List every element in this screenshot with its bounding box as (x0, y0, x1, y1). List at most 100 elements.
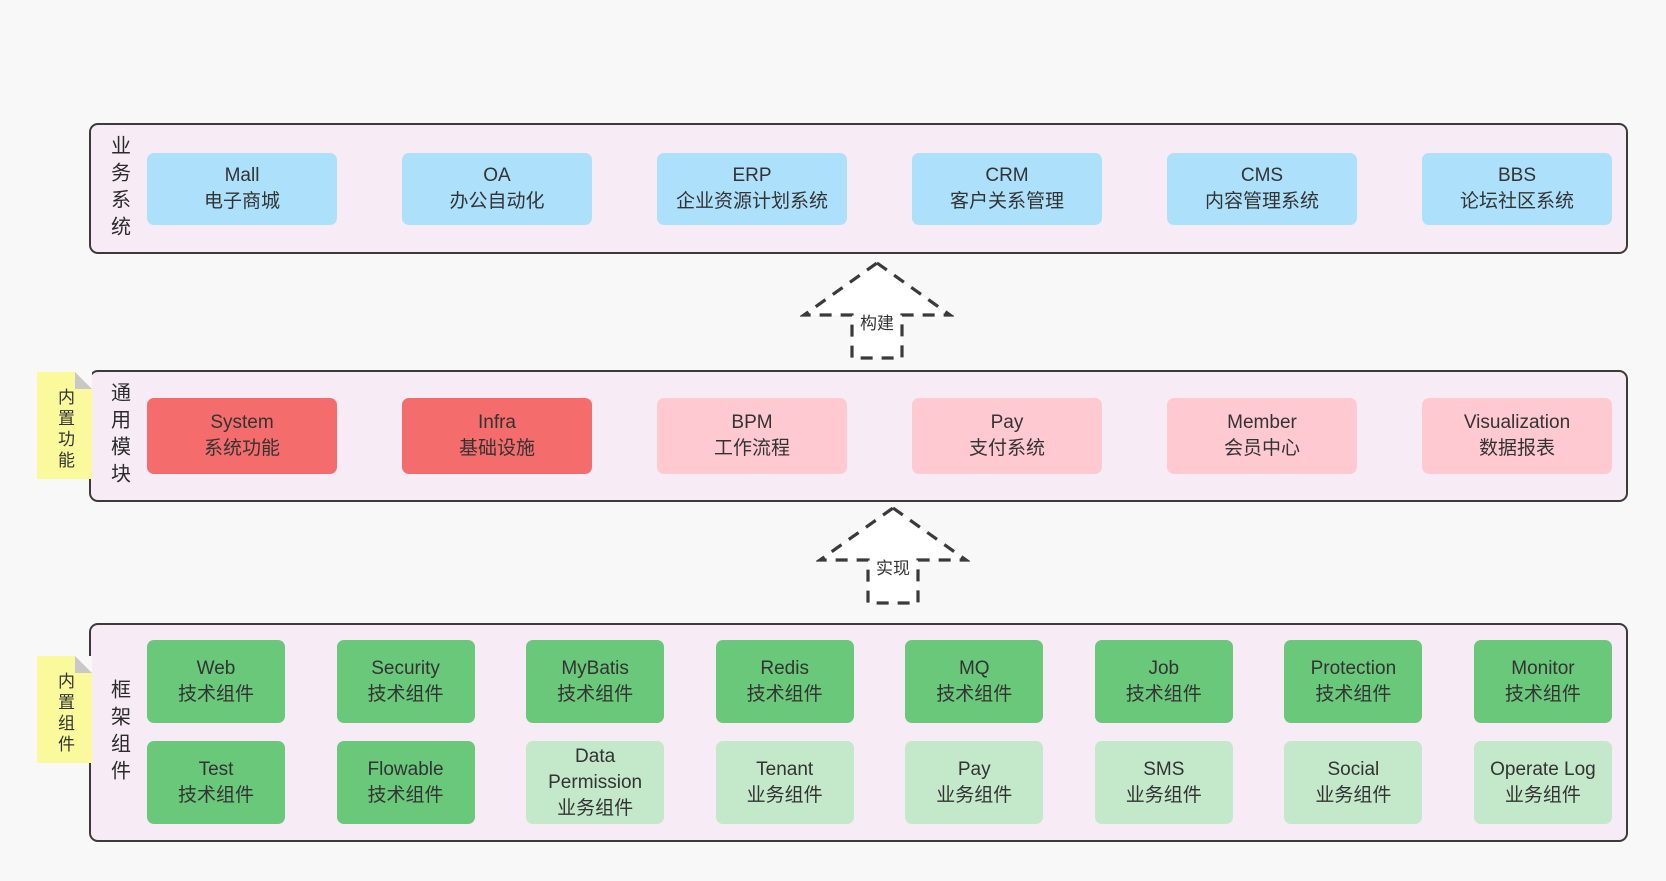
module-subtitle: 技术组件 (367, 683, 444, 705)
module-box: Redis 技术组件 (715, 640, 854, 723)
module-box: Member 会员中心 (1167, 398, 1357, 474)
module-title: Flowable (367, 758, 444, 780)
module-title: Security (371, 657, 440, 679)
sticky-note-label: 内置功能 (55, 387, 74, 472)
module-subtitle: 内容管理系统 (1204, 190, 1319, 212)
module-title: Test (198, 758, 234, 780)
module-subtitle: 技术组件 (367, 784, 444, 806)
module-box: MyBatis 技术组件 (526, 640, 665, 723)
framework-components-row-1: Web 技术组件 Security 技术组件 MyBatis 技术组件 Redi… (147, 640, 1612, 723)
module-box: Mall 电子商城 (147, 152, 337, 225)
business-systems-boxes: Mall 电子商城 OA 办公自动化 ERP 企业资源计划系统 CRM 客户关系… (147, 125, 1626, 252)
module-title: OA (483, 164, 511, 186)
module-box: Web 技术组件 (147, 640, 285, 723)
module-title: CRM (985, 164, 1029, 186)
module-subtitle: 技术组件 (1125, 683, 1202, 705)
module-subtitle: 技术组件 (936, 683, 1013, 705)
panel-business-systems: 业务系统 Mall 电子商城 OA 办公自动化 ERP 企业资源计划系统 CRM… (89, 123, 1628, 254)
module-box: BBS 论坛社区系统 (1422, 152, 1612, 225)
module-box: ERP 企业资源计划系统 (657, 152, 847, 225)
module-title: ERP (732, 164, 772, 186)
module-box: Infra 基础设施 (402, 398, 592, 474)
module-title: Tenant (756, 758, 814, 780)
module-box: CRM 客户关系管理 (912, 152, 1102, 225)
module-box: CMS 内容管理系统 (1167, 152, 1357, 225)
module-title: Pay (957, 758, 991, 780)
module-title: Web (196, 657, 236, 679)
module-subtitle: 数据报表 (1478, 438, 1555, 459)
module-title: MyBatis (561, 657, 629, 679)
module-subtitle: 业务组件 (1504, 784, 1581, 806)
module-title: Member (1227, 412, 1297, 433)
module-subtitle: 客户关系管理 (949, 190, 1064, 212)
module-subtitle: 业务组件 (746, 784, 823, 806)
module-title: Redis (760, 657, 809, 679)
arrow-build: 构建 (800, 258, 954, 362)
module-title: SMS (1143, 758, 1185, 780)
module-subtitle: 技术组件 (1315, 683, 1392, 705)
module-title: Infra (477, 412, 517, 433)
module-box: OA 办公自动化 (402, 152, 592, 225)
module-subtitle: 电子商城 (203, 190, 280, 212)
arrow-implement-label: 实现 (874, 552, 912, 583)
sticky-note-label: 内置组件 (55, 671, 74, 756)
panel-framework-components-label: 框架组件 (107, 678, 130, 787)
module-subtitle: 业务组件 (557, 797, 634, 819)
sticky-note-built-in-components: 内置组件 (37, 656, 92, 763)
panel-common-modules-label: 通用模块 (107, 382, 130, 490)
module-title: Social (1327, 758, 1380, 780)
module-subtitle: 工作流程 (713, 438, 790, 459)
module-subtitle: 系统功能 (203, 438, 280, 459)
module-box: Pay 业务组件 (905, 741, 1044, 824)
module-subtitle: 基础设施 (458, 438, 535, 459)
module-subtitle: 论坛社区系统 (1459, 190, 1574, 212)
module-title: Mall (224, 164, 260, 186)
module-box: Visualization 数据报表 (1422, 398, 1612, 474)
module-subtitle: 会员中心 (1223, 438, 1300, 459)
module-box: Operate Log 业务组件 (1473, 741, 1612, 824)
framework-components-row-2: Test 技术组件 Flowable 技术组件 Data Permission … (147, 741, 1612, 824)
panel-common-modules: 通用模块 System 系统功能 Infra 基础设施 BPM 工作流程 Pay… (89, 370, 1628, 502)
module-title: MQ (958, 657, 990, 679)
module-box: Data Permission 业务组件 (526, 741, 665, 824)
arrow-build-label: 构建 (858, 307, 896, 338)
module-box: Flowable 技术组件 (336, 741, 475, 824)
module-subtitle: 技术组件 (177, 683, 254, 705)
module-box: Security 技术组件 (336, 640, 475, 723)
module-box: MQ 技术组件 (905, 640, 1044, 723)
module-box: System 系统功能 (147, 398, 337, 474)
common-modules-boxes: System 系统功能 Infra 基础设施 BPM 工作流程 Pay 支付系统… (147, 372, 1626, 500)
module-box: Job 技术组件 (1094, 640, 1233, 723)
module-box: SMS 业务组件 (1094, 741, 1233, 824)
module-title: Data Permission (548, 745, 643, 793)
module-subtitle: 业务组件 (1125, 784, 1202, 806)
module-title: CMS (1240, 164, 1284, 186)
module-title: Visualization (1463, 412, 1571, 433)
module-subtitle: 技术组件 (557, 683, 634, 705)
module-title: Operate Log (1490, 758, 1596, 780)
module-title: System (210, 412, 274, 433)
module-title: BPM (731, 412, 773, 433)
module-box: BPM 工作流程 (657, 398, 847, 474)
module-subtitle: 业务组件 (936, 784, 1013, 806)
module-box: Test 技术组件 (147, 741, 285, 824)
module-title: Monitor (1511, 657, 1575, 679)
module-subtitle: 技术组件 (1504, 683, 1581, 705)
module-title: Protection (1310, 657, 1397, 679)
module-subtitle: 技术组件 (177, 784, 254, 806)
module-box: Social 业务组件 (1284, 741, 1423, 824)
module-title: Pay (990, 412, 1024, 433)
module-subtitle: 办公自动化 (449, 190, 545, 212)
module-box: Pay 支付系统 (912, 398, 1102, 474)
panel-framework-components: 框架组件 Web 技术组件 Security 技术组件 MyBatis 技术组件… (89, 623, 1628, 842)
module-subtitle: 业务组件 (1315, 784, 1392, 806)
module-title: Job (1148, 657, 1180, 679)
module-box: Tenant 业务组件 (715, 741, 854, 824)
panel-business-systems-label: 业务系统 (107, 134, 130, 243)
module-subtitle: 技术组件 (746, 683, 823, 705)
module-subtitle: 支付系统 (968, 438, 1045, 459)
module-subtitle: 企业资源计划系统 (675, 190, 828, 212)
module-box: Protection 技术组件 (1284, 640, 1423, 723)
framework-components-rows: Web 技术组件 Security 技术组件 MyBatis 技术组件 Redi… (147, 625, 1626, 840)
